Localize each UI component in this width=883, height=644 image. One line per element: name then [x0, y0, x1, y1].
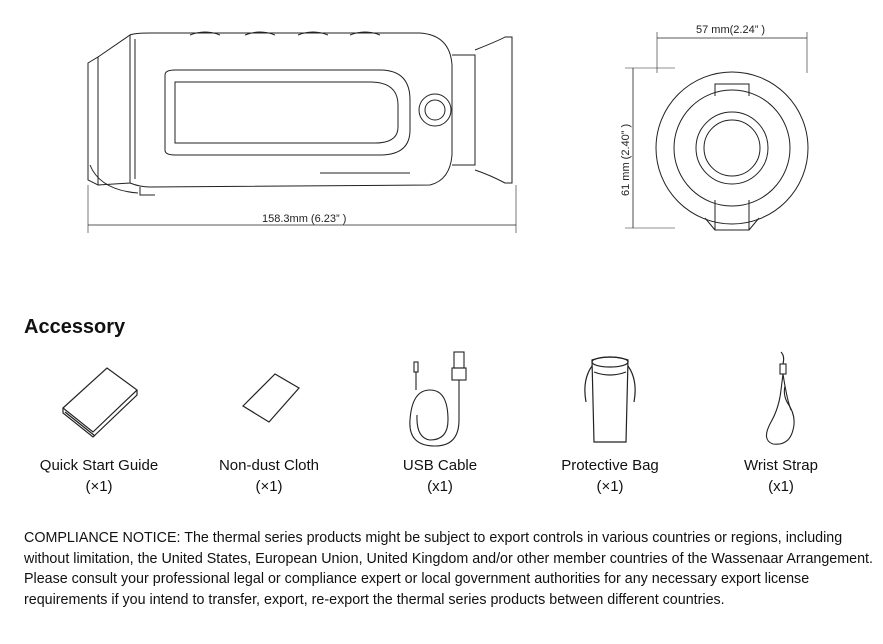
- height-dimension-label: 61 mm (2.40” ): [620, 123, 632, 196]
- monocular-front-view: [625, 32, 809, 231]
- wrist-strap-icon: [765, 351, 795, 445]
- accessory-name: USB Cable: [402, 457, 478, 474]
- accessory-name: Protective Bag: [561, 457, 659, 474]
- accessory-item-protective-bag: Protective Bag (×1): [525, 350, 695, 498]
- accessory-name: Non-dust Cloth: [218, 457, 320, 474]
- accessory-item-wrist-strap: Wrist Strap (x1): [696, 350, 866, 498]
- accessory-heading: Accessory: [24, 316, 126, 338]
- accessory-item-non-dust-cloth: Non-dust Cloth (×1): [184, 350, 354, 498]
- accessory-name: Wrist Strap: [744, 457, 818, 474]
- width-dimension-label: 57 mm(2.24” ): [696, 24, 766, 36]
- accessory-quantity: (×1): [596, 478, 624, 495]
- bag-icon: [584, 356, 636, 443]
- accessory-item-quick-start-guide: Quick Start Guide (×1): [14, 350, 184, 498]
- accessory-quantity: (x1): [427, 478, 453, 495]
- compliance-notice: COMPLIANCE NOTICE: The thermal series pr…: [24, 530, 874, 608]
- accessory-name: Quick Start Guide: [39, 457, 159, 474]
- accessory-quantity: (x1): [768, 478, 794, 495]
- length-dimension-label: 158.3mm (6.23” ): [262, 213, 347, 225]
- cloth-icon: [242, 373, 300, 423]
- booklet-icon: [62, 367, 138, 438]
- usb-cable-icon: [409, 351, 467, 447]
- accessory-item-usb-cable: USB Cable (x1): [355, 350, 525, 498]
- accessory-quantity: (×1): [85, 478, 113, 495]
- monocular-side-view: [87, 31, 517, 233]
- accessory-quantity: (×1): [255, 478, 283, 495]
